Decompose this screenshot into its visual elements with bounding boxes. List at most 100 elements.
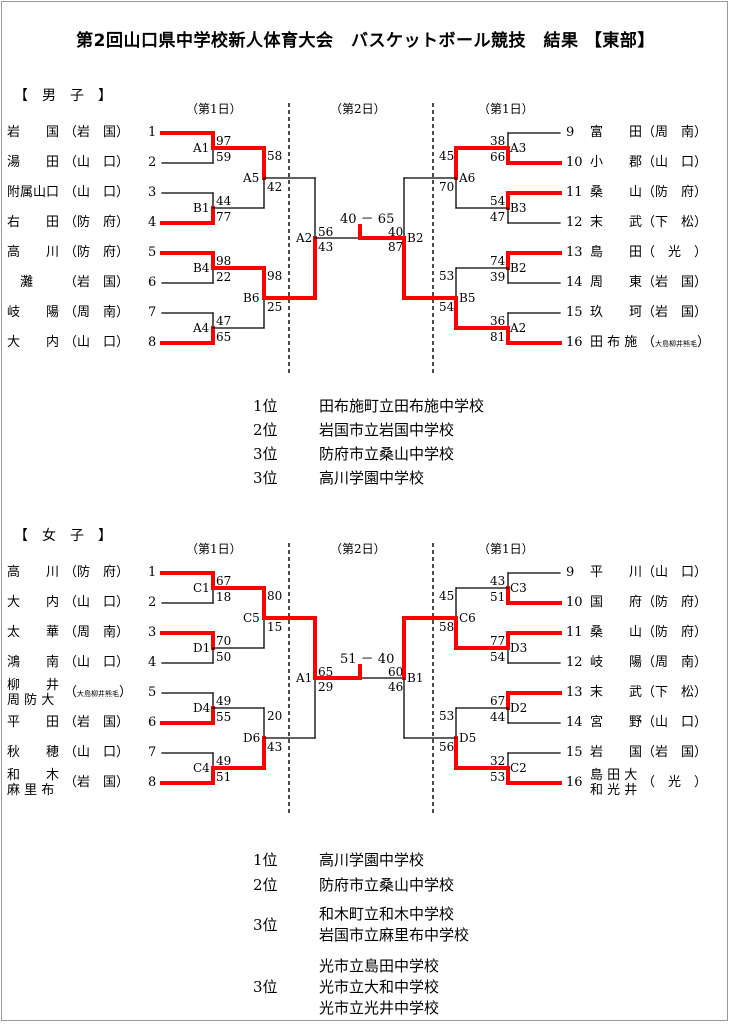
score: 43	[318, 240, 334, 254]
team-name-right: 国 府	[590, 595, 643, 610]
result-rank: 3位	[253, 915, 278, 934]
result-rank: 2位	[253, 421, 278, 439]
game-label: A4	[193, 321, 210, 335]
team-pref-left: （山 口）	[64, 595, 130, 610]
team-pref-right: （ 光 ）	[642, 775, 708, 790]
seed-number-left: 2	[148, 155, 157, 170]
score: 45	[439, 589, 455, 603]
team-pref-left: （防 府）	[64, 215, 130, 230]
score: 70	[216, 634, 232, 648]
team-name-left: 灘	[7, 275, 34, 290]
team-name-left: 平 田	[7, 715, 60, 730]
seed-number-left: 6	[148, 275, 157, 290]
seed-number-right: 16	[566, 775, 583, 790]
result-rank: 2位	[253, 876, 278, 894]
result-school: 防府市立桑山中学校	[319, 876, 455, 894]
seed-number-right: 16	[566, 335, 583, 350]
score: 98	[267, 269, 283, 283]
seed-number-left: 6	[148, 715, 157, 730]
team-pref-left: （山 口）	[64, 335, 130, 350]
score: 87	[388, 240, 404, 254]
score: 54	[490, 650, 506, 664]
seed-number-left: 3	[148, 625, 157, 640]
team-pref-right: （周 南）	[642, 125, 708, 140]
game-label: A3	[510, 141, 527, 155]
game-label: B4	[193, 261, 210, 275]
seed-number-left: 7	[148, 745, 157, 760]
team-pref-left: （防 府）	[64, 565, 130, 580]
score: 44	[490, 710, 506, 724]
game-label: B5	[459, 291, 476, 305]
score: 65	[318, 665, 334, 679]
seed-number-right: 10	[566, 155, 583, 170]
seed-number-right: 11	[566, 185, 583, 200]
score: 46	[388, 680, 404, 694]
team-pref-left: （山 口）	[64, 655, 130, 670]
score: 32	[490, 754, 506, 768]
team-name-right: 周 東	[590, 275, 643, 290]
team-pref-right: （防 府）	[642, 185, 708, 200]
team-name-right: 田 布 施	[590, 335, 638, 350]
score: 25	[267, 300, 283, 314]
team-pref-left: （岩 国）	[64, 715, 130, 730]
team-pref-right: （山 口）	[642, 565, 708, 580]
game-label: B1	[407, 671, 424, 685]
section-label: 【 女 子 】	[14, 528, 112, 544]
seed-number-left: 4	[148, 655, 157, 670]
team-name-left: 右 田	[7, 215, 60, 230]
result-school: 岩国市立岩国中学校	[319, 421, 455, 439]
team-name-left: 柳 井 周 防 大	[7, 678, 60, 708]
team-name-right: 玖 珂	[590, 305, 643, 320]
team-pref-right: （山 口）	[642, 155, 708, 170]
seed-number-left: 8	[148, 775, 157, 790]
score: 54	[490, 194, 506, 208]
game-label: C2	[510, 761, 527, 775]
team-pref-left: （岩 国）	[64, 275, 130, 290]
final-score: 51 － 40	[340, 652, 395, 667]
score: 49	[216, 694, 232, 708]
final-score: 40 － 65	[340, 212, 395, 227]
score: 67	[216, 574, 232, 588]
team-name-right: 桑 山	[590, 185, 643, 200]
score: 51	[490, 590, 506, 604]
seed-number-right: 12	[566, 215, 583, 230]
score: 55	[216, 710, 232, 724]
game-label: D2	[510, 701, 528, 715]
team-name-left: 大 内	[7, 335, 60, 350]
team-name-right: 島 田 大 和 光 井	[590, 768, 638, 798]
team-pref-left: （山 口）	[64, 155, 130, 170]
team-pref-left: （周 南）	[64, 625, 130, 640]
team-name-left: 湯 田	[7, 155, 60, 170]
day-label-right: （第1日）	[478, 542, 534, 556]
seed-number-left: 7	[148, 305, 157, 320]
game-label: A2	[510, 321, 527, 335]
team-name-left: 秋 穂	[7, 745, 60, 760]
team-name-left: 岩 国	[7, 125, 60, 140]
seed-number-left: 1	[148, 565, 157, 580]
game-label: A5	[243, 171, 260, 185]
result-school: 防府市立桑山中学校	[319, 445, 455, 463]
seed-number-left: 2	[148, 595, 157, 610]
score: 56	[439, 740, 455, 754]
score: 43	[490, 574, 506, 588]
score: 42	[267, 180, 283, 194]
team-pref-right: （周 南）	[642, 655, 708, 670]
seed-number-left: 1	[148, 125, 157, 140]
page-title: 第2回山口県中学校新人体育大会 バスケットボール競技 結果 【東部】	[76, 31, 655, 51]
day-label-left: （第1日）	[186, 542, 242, 556]
result-school: 高川学園中学校	[319, 851, 425, 869]
score: 74	[490, 254, 506, 268]
team-pref-right: （ 光 ）	[642, 245, 708, 260]
score: 51	[216, 770, 232, 784]
score: 81	[490, 330, 506, 344]
team-pref-right: （下 松）	[642, 685, 708, 700]
score: 47	[216, 314, 232, 328]
score: 50	[216, 650, 232, 664]
day-label-center: （第2日）	[330, 542, 386, 556]
game-label: C1	[193, 581, 210, 595]
seed-number-left: 8	[148, 335, 157, 350]
day-label-center: （第2日）	[330, 102, 386, 116]
team-pref-left: （岩 国）	[64, 125, 130, 140]
team-pref-right: （岩 国）	[642, 275, 708, 290]
